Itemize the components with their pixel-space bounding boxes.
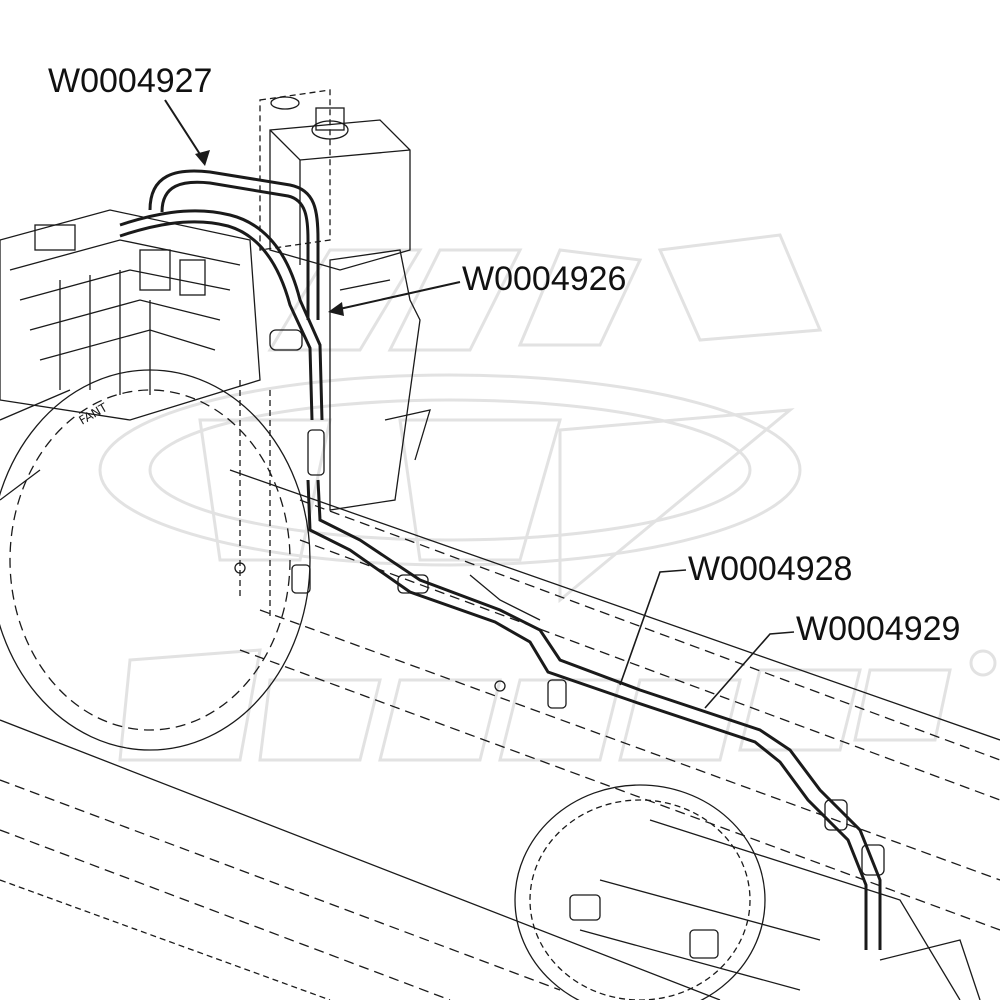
leader-lines: [164, 99, 795, 709]
harness-w0004927: [148, 169, 320, 320]
radiator-support: [239, 249, 431, 620]
clamp-center: [547, 679, 567, 709]
connector-mid: [307, 429, 325, 476]
coolant-reservoir: [259, 89, 411, 271]
callout-w0004928: W0004928: [688, 550, 853, 588]
frame-rails: [0, 469, 1000, 1001]
callout-w0004929: W0004929: [796, 610, 961, 648]
harness-w0004926: [119, 209, 325, 476]
bolt-center: [494, 680, 506, 692]
harness-clamps: [234, 562, 567, 709]
connector-upper: [269, 329, 303, 351]
bolt-left: [234, 562, 246, 574]
engine-assembly: [0, 209, 261, 421]
clamp-left: [291, 564, 311, 594]
arrow-w0004926: [328, 302, 344, 316]
harness-main-run: [306, 479, 885, 950]
arrow-w0004927: [195, 150, 210, 166]
transmission: [514, 784, 981, 1005]
callout-w0004927: W0004927: [48, 62, 213, 100]
callout-w0004926: W0004926: [462, 260, 627, 298]
watermark-logo: [98, 233, 997, 762]
